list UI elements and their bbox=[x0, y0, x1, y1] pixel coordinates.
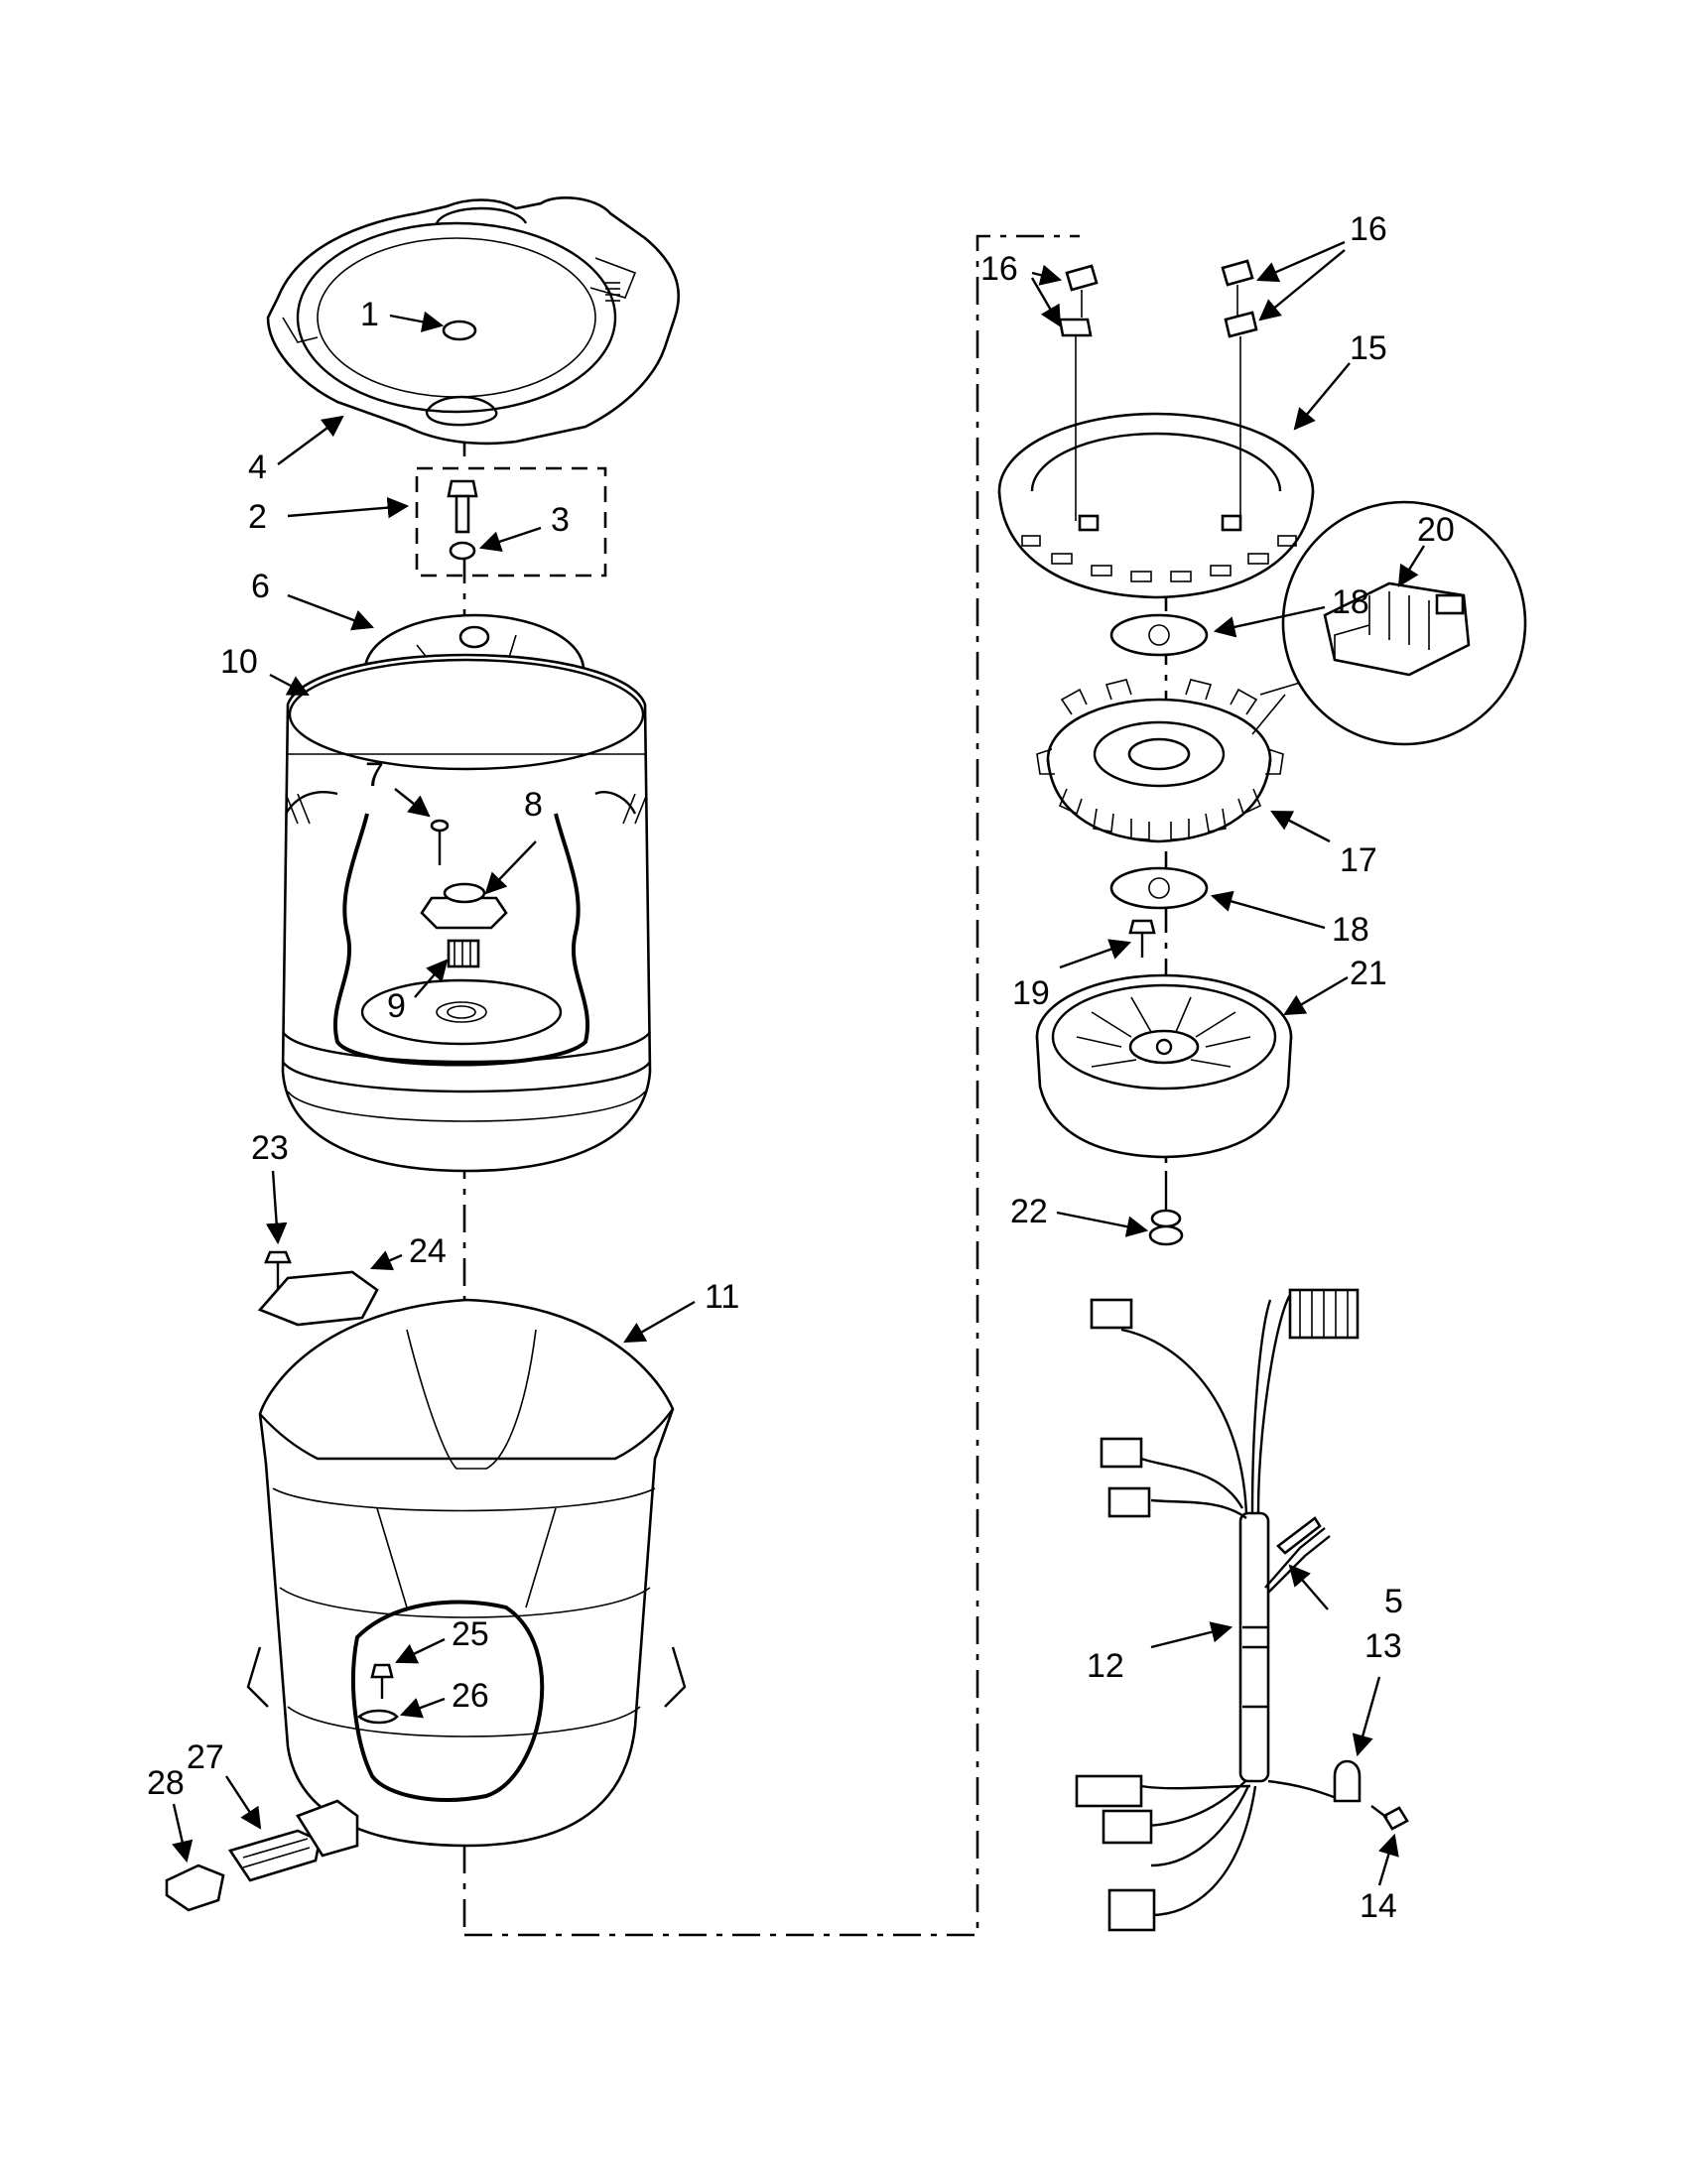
label-26: 26 bbox=[452, 1677, 489, 1715]
label-24: 24 bbox=[409, 1232, 447, 1270]
balance-ring-ribs bbox=[285, 793, 648, 825]
label-7: 7 bbox=[365, 756, 384, 794]
rubber-mount-rear-left bbox=[1065, 264, 1099, 318]
stator-bolt bbox=[1128, 919, 1156, 958]
pivot-dome-washer bbox=[449, 541, 476, 561]
drive-spline bbox=[447, 939, 480, 968]
agitator-cap bbox=[442, 320, 477, 341]
tub-cover-bolt bbox=[264, 1250, 292, 1290]
label-18-top: 18 bbox=[1332, 583, 1369, 621]
motor-rotor bbox=[1035, 973, 1293, 1159]
rubber-mount-front-left bbox=[1058, 318, 1093, 521]
vent-grille bbox=[605, 282, 620, 302]
label-5: 5 bbox=[1384, 1583, 1403, 1620]
stator-spacer-bottom bbox=[1109, 866, 1209, 910]
label-17: 17 bbox=[1340, 841, 1377, 879]
label-25: 25 bbox=[452, 1615, 489, 1653]
tub-cover bbox=[257, 1270, 379, 1327]
label-8: 8 bbox=[524, 786, 543, 824]
pivot-bolt bbox=[447, 479, 478, 534]
label-16-right: 16 bbox=[1350, 210, 1387, 248]
motor-housing-ring bbox=[997, 412, 1315, 599]
label-11: 11 bbox=[705, 1278, 739, 1316]
stator-spacer-top bbox=[1109, 613, 1209, 657]
label-27: 27 bbox=[187, 1738, 224, 1776]
label-1: 1 bbox=[360, 296, 379, 333]
label-14: 14 bbox=[1360, 1887, 1397, 1925]
wire-harness bbox=[1075, 1288, 1360, 1932]
label-20: 20 bbox=[1417, 511, 1455, 549]
label-22: 22 bbox=[1010, 1193, 1048, 1230]
label-12: 12 bbox=[1087, 1647, 1124, 1685]
label-28: 28 bbox=[147, 1764, 185, 1802]
tub-ring bbox=[266, 196, 680, 446]
label-10: 10 bbox=[220, 643, 258, 681]
rubber-mount-rear-right bbox=[1221, 259, 1254, 318]
stator-teeth bbox=[1036, 679, 1284, 840]
label-19: 19 bbox=[1012, 974, 1050, 1012]
label-2: 2 bbox=[248, 498, 267, 536]
part-number-labels: 1 4 2 3 6 10 7 8 9 11 5 12 13 14 15 16 1… bbox=[147, 210, 1455, 1925]
rubber-mount-front-right bbox=[1224, 311, 1258, 521]
label-4: 4 bbox=[248, 449, 267, 486]
label-18-bottom: 18 bbox=[1332, 911, 1369, 949]
heating-element bbox=[227, 1799, 359, 1882]
label-6: 6 bbox=[251, 568, 270, 605]
basket-hub bbox=[420, 882, 508, 930]
label-3: 3 bbox=[551, 501, 570, 539]
heater-bracket bbox=[165, 1863, 225, 1912]
outer-tub bbox=[246, 1298, 687, 1848]
rotor-bolt bbox=[1148, 1171, 1184, 1246]
pivot-dome-kit-dashed-box bbox=[415, 466, 607, 578]
label-21: 21 bbox=[1350, 955, 1387, 992]
harness-clamp bbox=[1333, 1759, 1362, 1803]
heater-clip bbox=[356, 1709, 399, 1725]
heater-screw bbox=[370, 1663, 394, 1699]
leader-arrows bbox=[172, 240, 1426, 1886]
clamp-screw bbox=[1370, 1805, 1409, 1831]
pressure-hose bbox=[1276, 1516, 1322, 1555]
label-16-left: 16 bbox=[980, 250, 1018, 288]
label-13: 13 bbox=[1364, 1627, 1402, 1665]
position-sensor-detail bbox=[1251, 500, 1527, 746]
basket-screw bbox=[430, 819, 450, 865]
label-9: 9 bbox=[387, 987, 406, 1025]
label-23: 23 bbox=[251, 1129, 289, 1167]
label-15: 15 bbox=[1350, 329, 1387, 367]
motor-stator bbox=[1036, 679, 1284, 843]
